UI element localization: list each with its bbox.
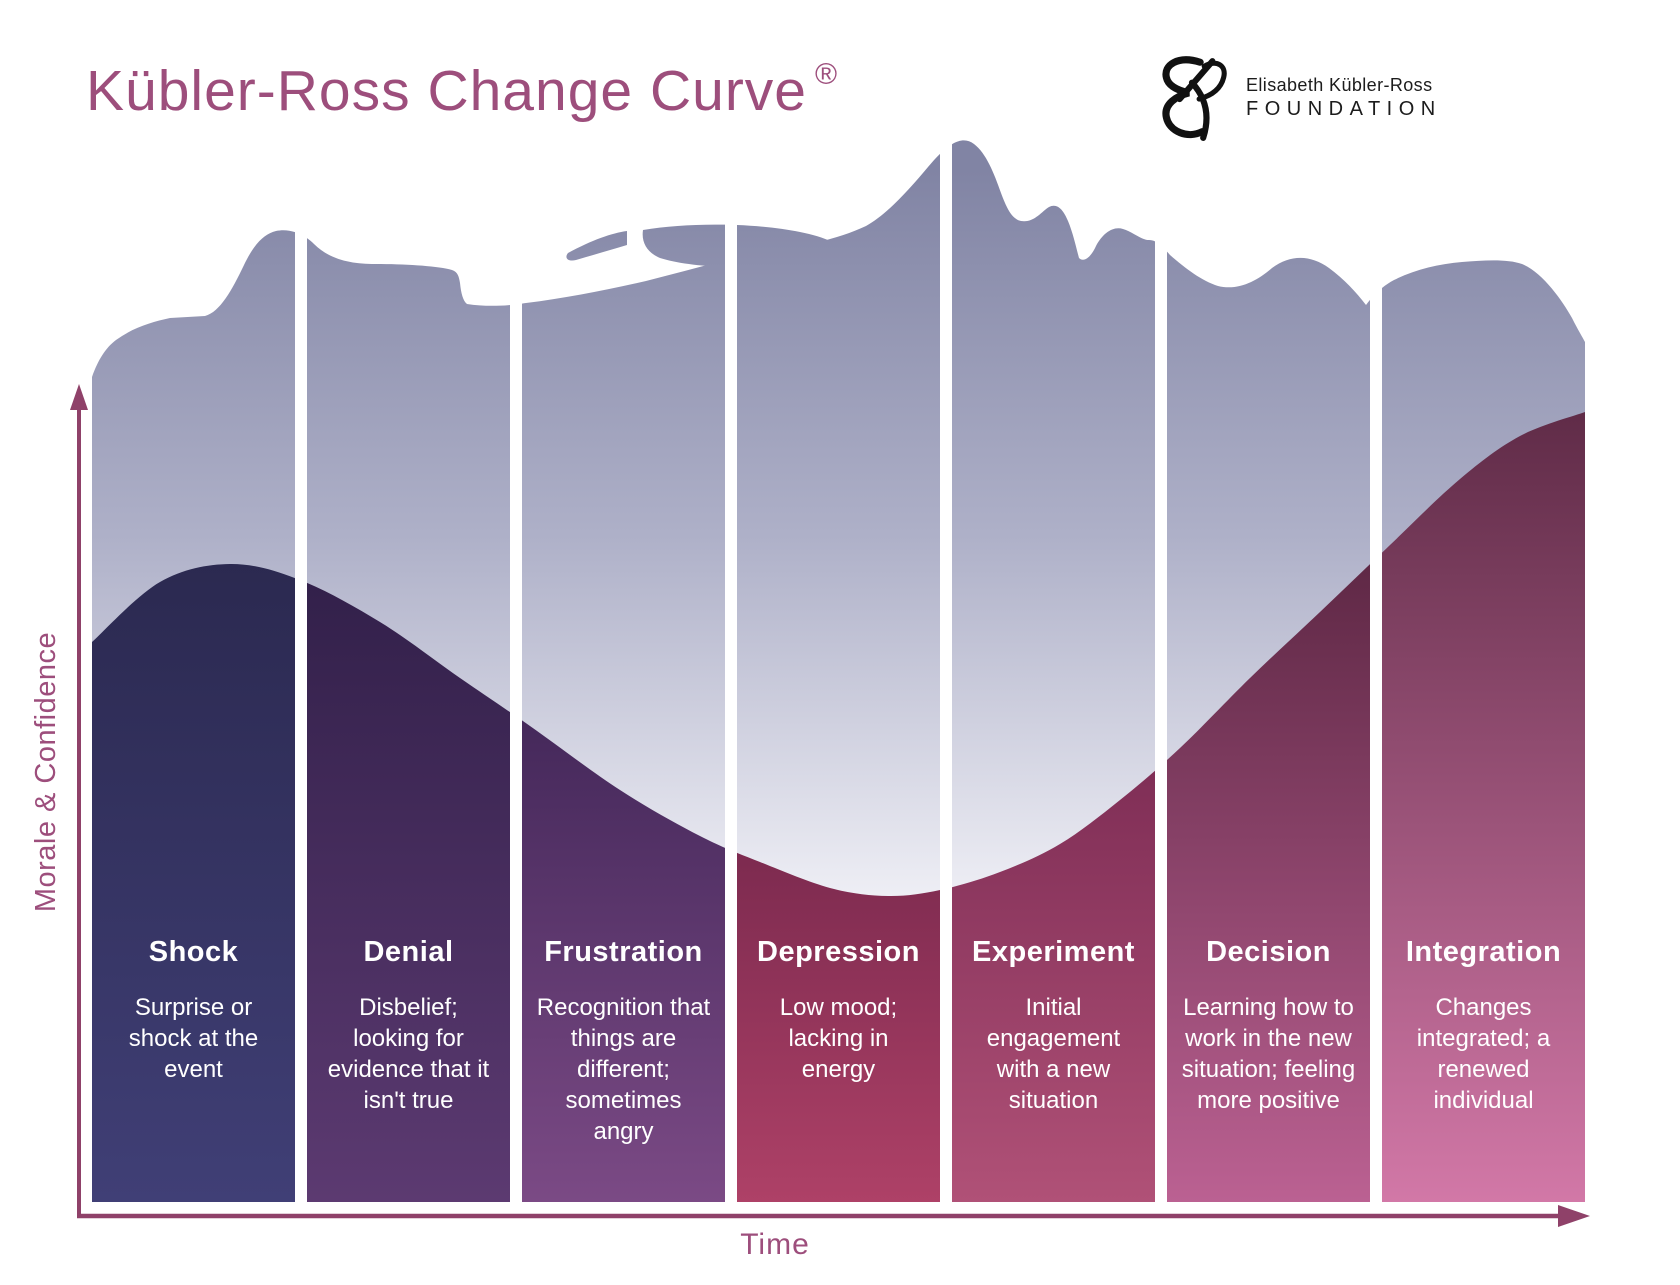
stage-description: Changes integrated; a renewed individual (1416, 994, 1551, 1114)
stage-column-shock: Shock Surprise or shock at the event (92, 936, 295, 1086)
page-title: Kübler-Ross Change Curve® (86, 58, 838, 124)
stage-description: Surprise or shock at the event (128, 994, 259, 1083)
stage-column-integration: Integration Changes integrated; a renewe… (1382, 936, 1585, 1117)
stage-name: Integration (1405, 936, 1562, 968)
silhouette-swoosh (642, 224, 725, 267)
stage-column-decision: Decision Learning how to work in the new… (1167, 936, 1370, 1117)
morale-curve-area (1167, 564, 1370, 1202)
stage-description: Disbelief; looking for evidence that it … (327, 994, 490, 1114)
silhouette-hook (706, 278, 725, 296)
morale-curve-area (737, 852, 940, 1202)
silhouette-hook (737, 276, 822, 307)
stage-column-experiment: Experiment Initial engagement with a new… (952, 936, 1155, 1117)
stage-column-depression: Depression Low mood; lacking in energy (737, 936, 940, 1086)
page-title-text: Kübler-Ross Change Curve (86, 59, 807, 123)
x-axis-arrow-icon (1558, 1205, 1590, 1227)
morale-curve-area (522, 720, 725, 1202)
stage-band-decision (1167, 251, 1370, 1202)
stage-description: Learning how to work in the new situatio… (1181, 994, 1356, 1114)
stage-name: Decision (1206, 936, 1331, 968)
stage-column-denial: Denial Disbelief; looking for evidence t… (307, 936, 510, 1117)
stage-name: Depression (757, 936, 920, 968)
ekr-logo-icon (1162, 56, 1227, 141)
silhouette-swoosh (566, 231, 627, 261)
stage-band-denial (307, 238, 510, 1202)
morale-curve-area (307, 582, 510, 1202)
stage-description: Initial engagement with a new situation (986, 994, 1121, 1114)
stage-band-frustration (522, 224, 725, 1202)
stage-name: Denial (363, 936, 454, 968)
morale-curve-area (92, 563, 295, 1202)
foundation-logo-text: Elisabeth Kübler-Ross FOUNDATION (1246, 75, 1442, 121)
registered-trademark-symbol: ® (815, 58, 839, 91)
foundation-logo: Elisabeth Kübler-Ross FOUNDATION (1150, 52, 1442, 144)
morale-curve-area (1382, 412, 1585, 1202)
stage-description: Low mood; lacking in energy (779, 994, 898, 1083)
x-axis-label: Time (740, 1228, 810, 1261)
stage-column-frustration: Frustration Recognition that things are … (522, 936, 725, 1148)
foundation-name: Elisabeth Kübler-Ross (1246, 75, 1433, 95)
y-axis-arrow-icon (70, 384, 88, 410)
stage-name: Frustration (544, 936, 703, 968)
stage-name: Experiment (972, 936, 1135, 968)
foundation-word: FOUNDATION (1246, 98, 1442, 120)
stage-name: Shock (148, 936, 239, 968)
stage-band-integration (1382, 260, 1585, 1202)
stage-band-shock (92, 230, 295, 1202)
stage-band-experiment (952, 140, 1155, 1202)
stage-description: Recognition that things are different; s… (536, 994, 711, 1145)
morale-curve-area (952, 770, 1155, 1202)
axes (70, 384, 1590, 1227)
stage-band-depression (737, 153, 940, 1202)
silhouette-swoosh (737, 225, 851, 268)
y-axis-label: Morale & Confidence (30, 631, 62, 913)
